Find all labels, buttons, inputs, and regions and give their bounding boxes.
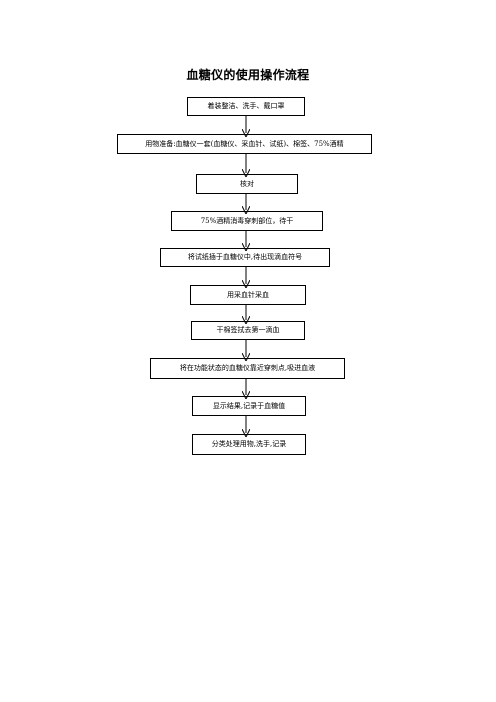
step-1-box: 着装整洁、洗手、戴口罩 xyxy=(187,97,305,116)
page-title: 血糖仪的使用操作流程 xyxy=(186,68,310,82)
